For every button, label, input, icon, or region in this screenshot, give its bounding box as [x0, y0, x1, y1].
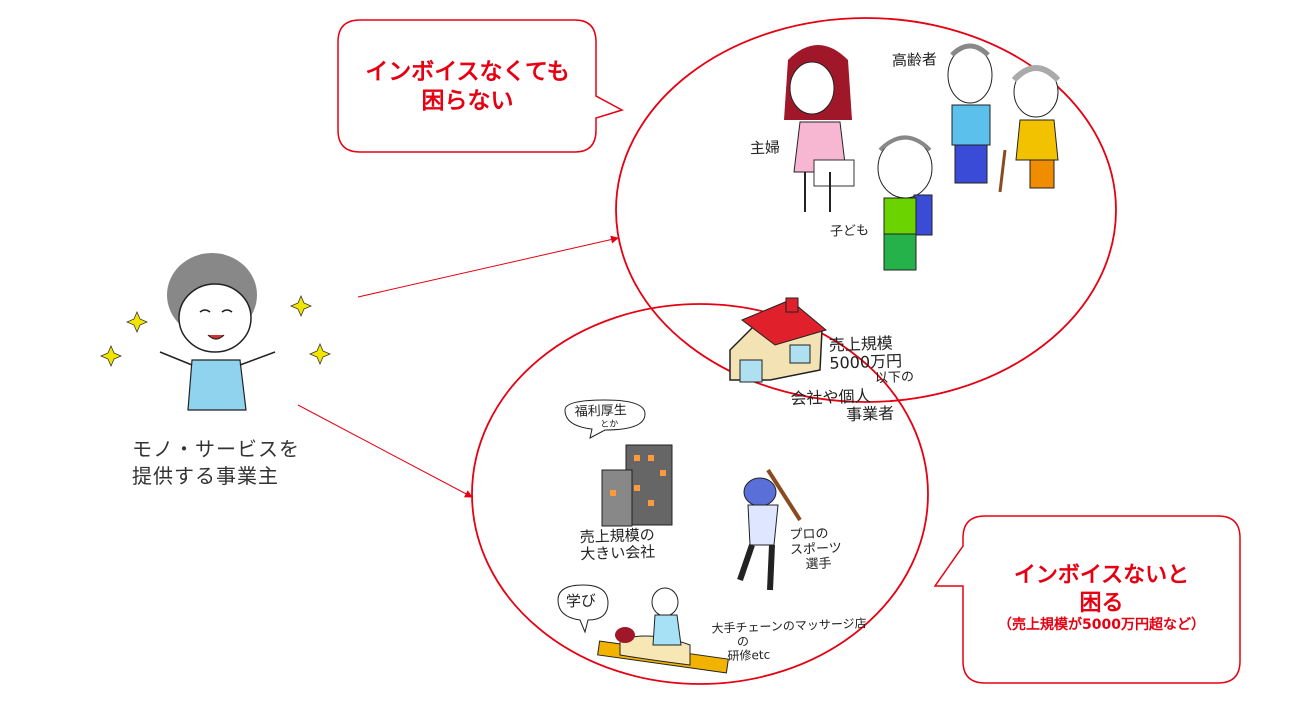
label-learning: 学び: [565, 591, 597, 611]
callout-line: 困らない: [421, 87, 514, 114]
label-line: 大きい会社: [579, 542, 656, 564]
business-owner-label: モノ・サービスを 提供する事業主: [132, 436, 300, 490]
label-child: 子ども: [829, 223, 870, 240]
label-housewife: 主婦: [749, 138, 781, 158]
massage-illustration: [597, 587, 729, 674]
label-large-company: 売上規模の 大きい会社: [579, 526, 656, 564]
callout-note: （売上規模が5000万円超など）: [998, 617, 1205, 633]
callout-line: 困る: [1079, 590, 1124, 616]
owner-label-line: モノ・サービスを: [132, 437, 300, 461]
label-welfare: 福利厚生 とか: [574, 403, 628, 431]
label-line: とか: [600, 419, 619, 430]
label-line: 選手: [805, 556, 832, 573]
welfare-speech-bubble: [564, 399, 646, 439]
elderly-woman-illustration: [998, 65, 1061, 193]
label-elderly: 高齢者: [891, 50, 938, 70]
callout-no-invoice-ok: インボイスなくても 困らない: [340, 58, 595, 116]
owner-label-line: 提供する事業主: [132, 464, 279, 488]
house-illustration: [729, 297, 828, 383]
callout-invoice-needed: インボイスないと 困る （売上規模が5000万円超など）: [963, 562, 1240, 635]
label-massage: 大手チェーンのマッサージ店 の 研修etc: [711, 616, 868, 664]
learning-speech-bubble: [557, 584, 609, 634]
arrow-to-businesses: [297, 404, 473, 498]
label-athlete: プロの スポーツ 選手: [789, 527, 842, 574]
elderly-man-illustration: [947, 43, 993, 184]
callout-line: インボイスなくても: [365, 59, 570, 85]
label-small-business: 売上規模 5000万円 以下の 会社や個人 事業者: [788, 334, 915, 427]
business-owner-illustration: [99, 253, 332, 411]
label-line: 福利厚生: [574, 403, 628, 420]
large-company-building: [601, 444, 673, 527]
baseball-player-illustration: [737, 468, 802, 591]
callout-bubble-bottom: [933, 515, 1241, 684]
housewife-illustration: [784, 45, 855, 212]
callout-bubble-top: [337, 19, 624, 153]
consumer-group-ellipse: [615, 17, 1117, 403]
child-illustration: [877, 135, 933, 271]
callout-line: インボイスないと: [1013, 563, 1190, 588]
arrow-to-consumers: [357, 235, 619, 298]
